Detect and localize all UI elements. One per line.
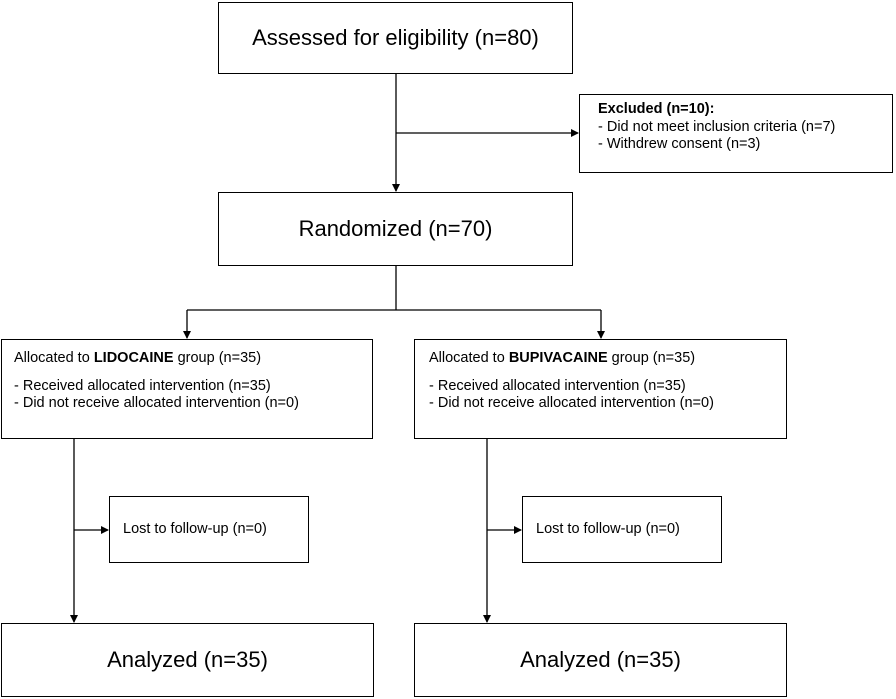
allocation-suffix: group (n=35) — [607, 350, 696, 366]
assessed-box: Assessed for eligibility (n=80) — [218, 2, 573, 74]
lidocaine-lost-box: Lost to follow-up (n=0) — [109, 496, 309, 563]
bupivacaine-lost-box: Lost to follow-up (n=0) — [522, 496, 722, 563]
allocation-prefix: Allocated to — [14, 350, 94, 366]
bupivacaine-allocation-box: Allocated to BUPIVACAINE group (n=35) - … — [414, 339, 787, 439]
allocation-heading: Allocated to LIDOCAINE group (n=35) — [14, 350, 372, 368]
allocation-suffix: group (n=35) — [173, 350, 262, 366]
spacer — [14, 368, 372, 378]
group-name: BUPIVACAINE — [508, 350, 608, 366]
analyzed-label: Analyzed (n=35) — [107, 647, 268, 672]
group-name: LIDOCAINE — [93, 350, 174, 366]
allocation-heading: Allocated to BUPIVACAINE group (n=35) — [429, 350, 786, 368]
lost-label: Lost to follow-up (n=0) — [123, 520, 267, 537]
allocation-item: - Did not receive allocated intervention… — [429, 395, 714, 411]
excluded-item: - Did not meet inclusion criteria (n=7) — [598, 118, 836, 135]
allocation-prefix: Allocated to — [429, 350, 509, 366]
lost-label: Lost to follow-up (n=0) — [536, 520, 680, 537]
assessed-label: Assessed for eligibility (n=80) — [252, 25, 539, 50]
bupivacaine-analyzed-box: Analyzed (n=35) — [414, 623, 787, 697]
analyzed-label: Analyzed (n=35) — [520, 647, 681, 672]
excluded-item: - Withdrew consent (n=3) — [598, 136, 761, 152]
allocation-item: - Received allocated intervention (n=35) — [429, 377, 686, 394]
lidocaine-allocation-box: Allocated to LIDOCAINE group (n=35) - Re… — [1, 339, 373, 439]
spacer — [429, 368, 786, 378]
lidocaine-analyzed-box: Analyzed (n=35) — [1, 623, 374, 697]
excluded-box: Excluded (n=10): - Did not meet inclusio… — [579, 94, 893, 173]
randomized-label: Randomized (n=70) — [298, 216, 493, 241]
allocation-item: - Did not receive allocated intervention… — [14, 395, 299, 411]
allocation-item: - Received allocated intervention (n=35) — [14, 377, 271, 394]
excluded-title: Excluded (n=10): — [598, 101, 715, 117]
randomized-box: Randomized (n=70) — [218, 192, 573, 266]
